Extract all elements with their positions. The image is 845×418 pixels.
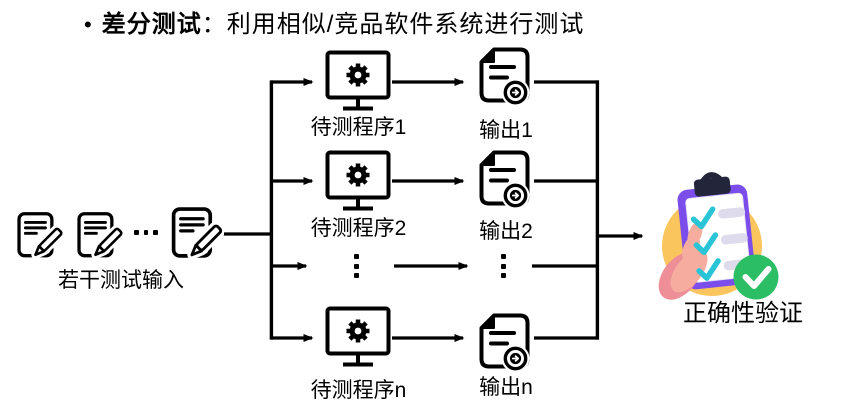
horizontal-ellipsis	[134, 230, 158, 235]
bullet-glyph: •	[84, 12, 93, 37]
verification-label: 正确性验证	[683, 300, 803, 327]
document-arrow-circle-icon	[479, 150, 530, 210]
document-pencil-icon	[171, 207, 224, 260]
title-rest: ：利用相似/竞品软件系统进行测试	[201, 11, 585, 38]
output-label-1: 输出1	[479, 119, 533, 142]
program-label-1: 待测程序1	[310, 116, 407, 139]
document-pencil-icon	[77, 212, 124, 259]
clipboard-checklist-icon	[658, 172, 779, 300]
vertical-ellipsis-programs	[354, 254, 359, 278]
monitor-gear-icon	[325, 50, 391, 111]
checklist-rows	[690, 206, 751, 281]
document-arrow-circle-icon	[479, 47, 530, 107]
document-pencil-icon	[17, 212, 64, 259]
input-group-label: 若干测试输入	[58, 269, 184, 292]
output-label-n: 输出n	[479, 376, 533, 399]
title-term: 差分测试	[101, 11, 202, 38]
green-check-icon	[733, 254, 779, 300]
document-arrow-circle-icon	[479, 313, 530, 373]
vertical-ellipsis-outputs	[501, 254, 506, 278]
program-label-2: 待测程序2	[310, 217, 407, 240]
output-label-2: 输出2	[479, 220, 533, 243]
monitor-gear-icon	[325, 150, 391, 211]
monitor-gear-icon	[325, 306, 391, 367]
program-label-n: 待测程序n	[310, 379, 407, 402]
page-title: • 差分测试 ：利用相似/竞品软件系统进行测试	[84, 4, 584, 39]
